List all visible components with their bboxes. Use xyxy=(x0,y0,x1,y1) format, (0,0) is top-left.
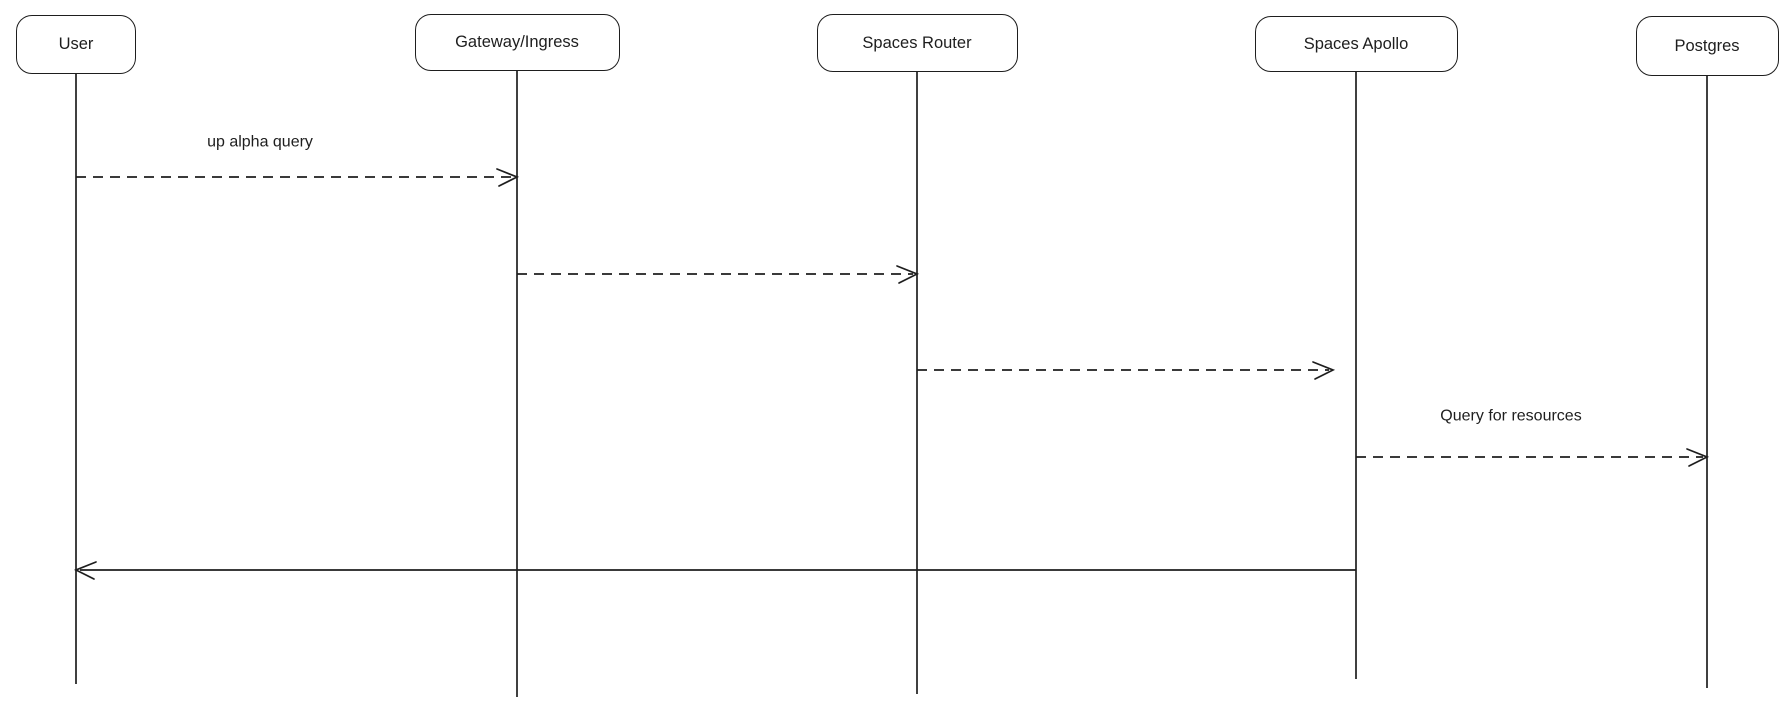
actor-label-spaces-router: Spaces Router xyxy=(862,33,972,52)
actor-box-postgres: Postgres xyxy=(1635,16,1779,76)
actor-label-gateway-ingress: Gateway/Ingress xyxy=(455,33,579,52)
actor-label-postgres: Postgres xyxy=(1674,36,1740,55)
message-arrow-msg-4 xyxy=(1356,448,1710,467)
message-arrow-msg-5 xyxy=(73,561,1356,580)
message-label-msg-1: up alpha query xyxy=(205,132,315,152)
message-arrow-msg-3 xyxy=(917,361,1336,380)
arrowhead-msg-4 xyxy=(1686,448,1710,467)
message-arrow-msg-2 xyxy=(517,265,920,284)
actor-box-user: User xyxy=(16,15,136,74)
actor-box-spaces-router: Spaces Router xyxy=(816,14,1018,72)
actor-label-user: User xyxy=(58,35,94,54)
actor-box-gateway-ingress: Gateway/Ingress xyxy=(414,14,620,71)
arrowhead-msg-3 xyxy=(1312,361,1336,380)
message-label-msg-4: Query for resources xyxy=(1438,406,1584,426)
arrowhead-msg-2 xyxy=(896,265,920,284)
actor-box-spaces-apollo: Spaces Apollo xyxy=(1254,16,1458,72)
arrowhead-msg-1 xyxy=(496,168,520,187)
actor-label-spaces-apollo: Spaces Apollo xyxy=(1303,34,1409,53)
message-arrow-msg-1 xyxy=(76,168,520,187)
arrowhead-msg-5 xyxy=(73,561,97,580)
